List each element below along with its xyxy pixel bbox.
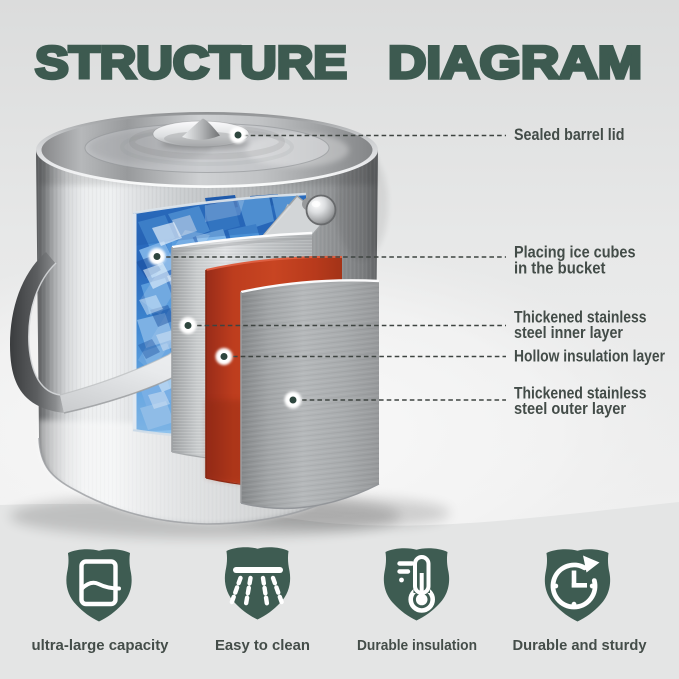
svg-text:steel outer layer: steel outer layer [514,400,627,418]
svg-text:in the bucket: in the bucket [514,260,606,278]
svg-text:Placing ice cubes: Placing ice cubes [514,244,636,262]
svg-text:DIAGRAM: DIAGRAM [388,37,642,88]
svg-text:Hollow insulation layer: Hollow insulation layer [514,348,665,366]
svg-text:ultra-large capacity: ultra-large capacity [32,638,169,654]
svg-text:Sealed barrel lid: Sealed barrel lid [514,126,625,144]
svg-text:Durable insulation: Durable insulation [357,638,477,654]
svg-text:Durable and sturdy: Durable and sturdy [513,638,647,654]
svg-text:STRUCTURE: STRUCTURE [35,37,347,88]
svg-text:Thickened stainless: Thickened stainless [514,309,647,327]
svg-text:Easy to clean: Easy to clean [215,638,310,654]
svg-text:Thickened stainless: Thickened stainless [514,385,647,403]
svg-text:steel inner layer: steel inner layer [514,324,623,342]
